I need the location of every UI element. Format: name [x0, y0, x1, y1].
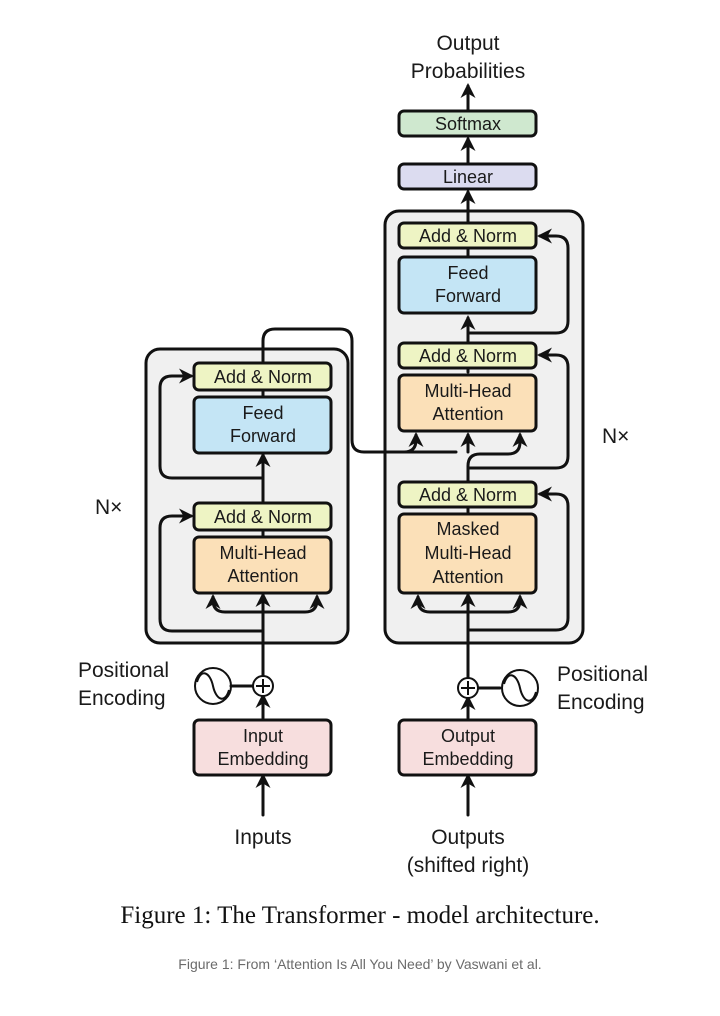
decoder-masked-attention-label-3: Attention — [432, 567, 503, 587]
input-embedding — [192, 718, 333, 777]
encoder-positional-label-2: Encoding — [78, 687, 166, 710]
encoder-multi-head-attention — [192, 535, 333, 595]
encoder-positional-label-1: Positional — [78, 659, 169, 682]
figure-source-caption: Figure 1: From ‘Attention Is All You Nee… — [178, 956, 542, 972]
input-embedding-label-1: Input — [243, 726, 283, 746]
decoder-masked-attention-label-2: Multi-Head — [424, 543, 511, 563]
input-embedding-label-2: Embedding — [217, 749, 308, 769]
decoder-feed-forward-label-2: Forward — [435, 286, 501, 306]
decoder-masked-attention-label-1: Masked — [436, 519, 499, 539]
figure-title: Figure 1: The Transformer - model archit… — [120, 902, 600, 929]
encoder-add-norm-bottom — [192, 501, 333, 532]
decoder-feed-forward-label-1: Feed — [447, 263, 488, 283]
decoder-add-norm-bottom — [397, 480, 538, 509]
inputs-label: Inputs — [234, 826, 291, 849]
encoder-repeat-label: N× — [95, 496, 122, 519]
encoder-add-norm-bottom-label: Add & Norm — [214, 507, 312, 527]
softmax-label: Softmax — [435, 114, 501, 134]
transformer-diagram: Add & Norm Feed Forward Add & Norm Multi… — [78, 32, 648, 877]
decoder-feed-forward — [397, 255, 538, 315]
decoder-add-norm-top — [397, 221, 538, 250]
linear-layer — [397, 162, 538, 191]
outputs-label-1: Outputs — [431, 826, 505, 849]
output-embedding — [397, 718, 538, 777]
outputs-label-2: (shifted right) — [407, 854, 530, 877]
output-probabilities-label-1: Output — [436, 32, 499, 55]
output-probabilities-label-2: Probabilities — [411, 60, 525, 83]
linear-label: Linear — [443, 167, 493, 187]
decoder-positional-label-1: Positional — [557, 663, 648, 686]
decoder-add-norm-mid-label: Add & Norm — [419, 346, 517, 366]
decoder-add-norm-mid — [397, 341, 538, 370]
encoder-feed-forward — [192, 395, 333, 455]
encoder-attention-label-2: Attention — [227, 566, 298, 586]
decoder-masked-multi-head-attention — [397, 512, 538, 595]
encoder-attention-label-1: Multi-Head — [219, 543, 306, 563]
decoder-attention-label-1: Multi-Head — [424, 381, 511, 401]
output-embedding-label-1: Output — [441, 726, 495, 746]
decoder-positional-label-2: Encoding — [557, 691, 645, 714]
encoder-add-norm-top — [192, 361, 333, 392]
encoder-add-icon — [252, 675, 274, 697]
softmax-layer — [397, 109, 538, 138]
encoder-positional-encoding-icon — [194, 667, 232, 705]
decoder-repeat-label: N× — [602, 425, 629, 448]
decoder-add-norm-bottom-label: Add & Norm — [419, 485, 517, 505]
decoder-positional-encoding-icon — [501, 669, 539, 707]
decoder-add-icon — [457, 677, 479, 699]
decoder-add-norm-top-label: Add & Norm — [419, 226, 517, 246]
decoder-multi-head-attention — [397, 373, 538, 433]
encoder-feed-forward-label-1: Feed — [242, 403, 283, 423]
decoder-attention-label-2: Attention — [432, 404, 503, 424]
connections — [158, 83, 570, 817]
encoder-add-norm-top-label: Add & Norm — [214, 367, 312, 387]
output-embedding-label-2: Embedding — [422, 749, 513, 769]
encoder-feed-forward-label-2: Forward — [230, 426, 296, 446]
